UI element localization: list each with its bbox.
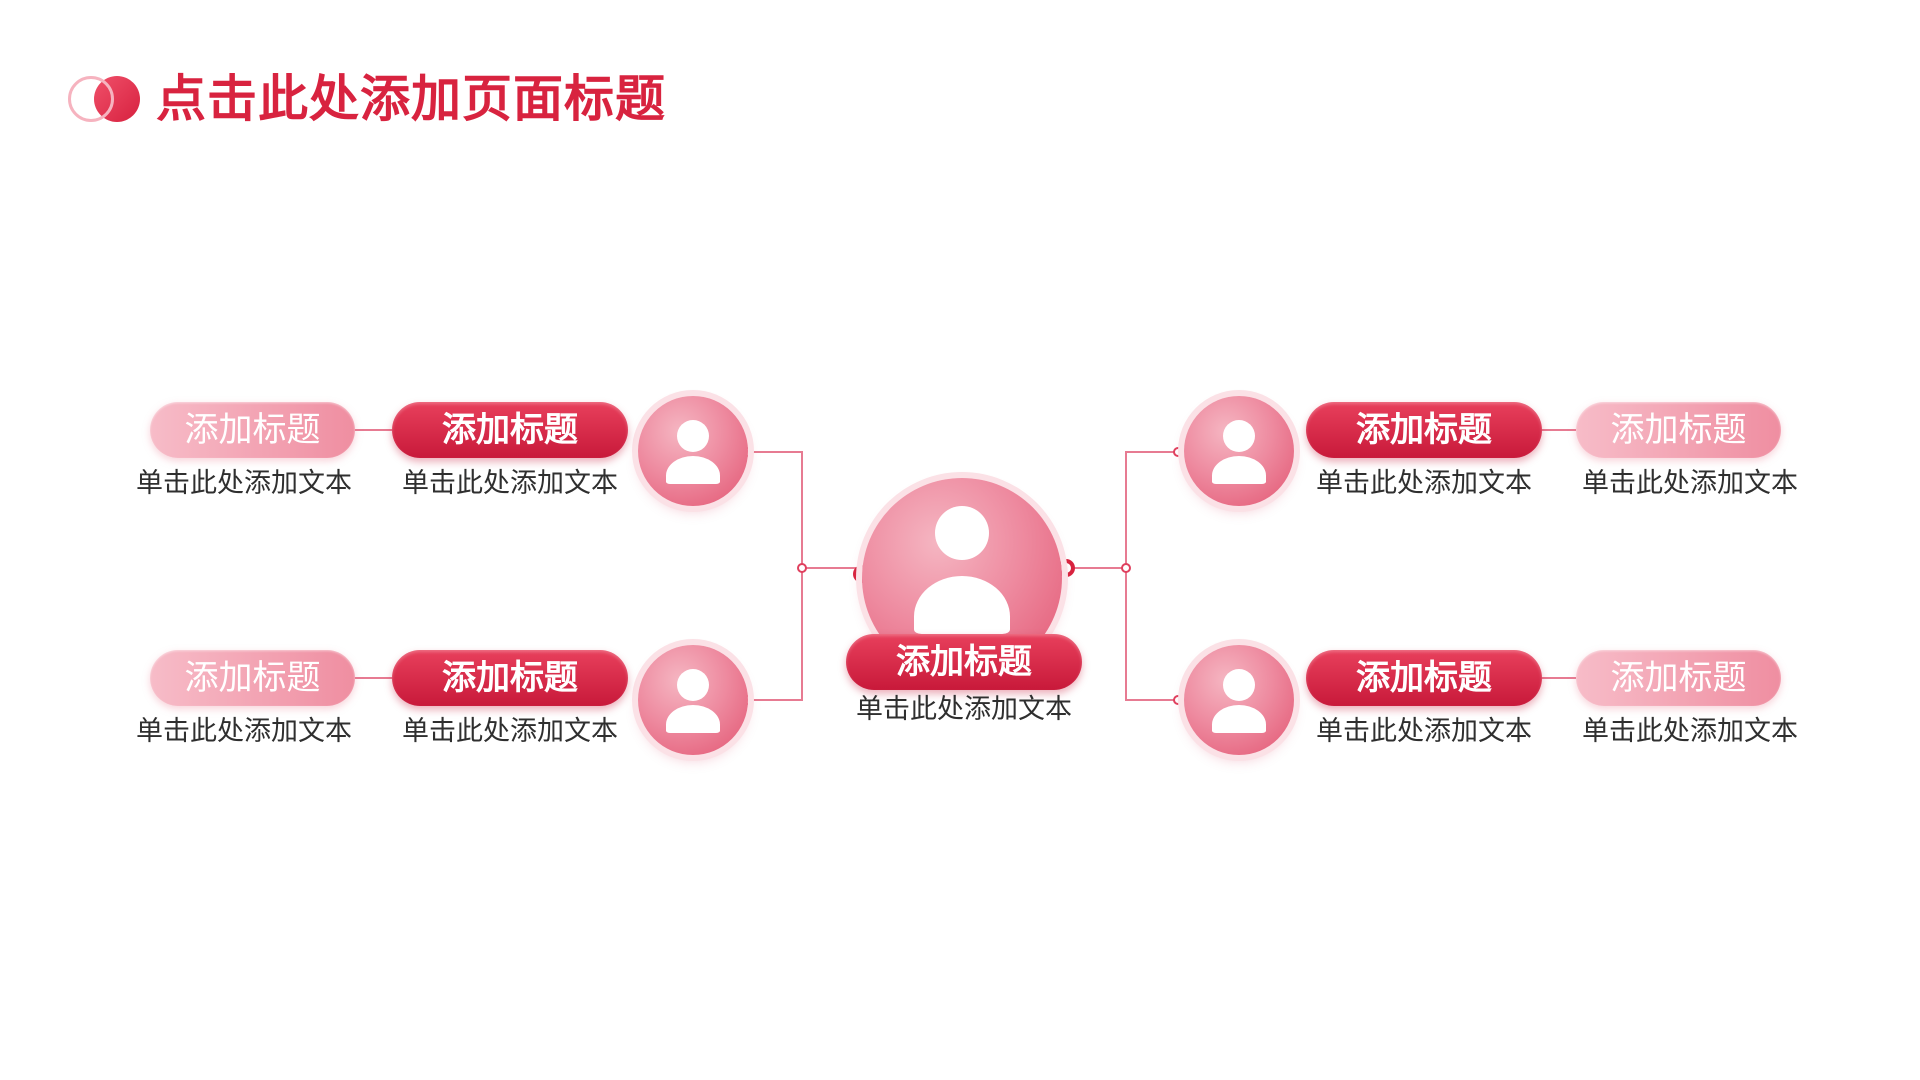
sub-text-top-left[interactable]: 单击此处添加文本: [136, 468, 352, 499]
person-body-icon: [1212, 456, 1266, 484]
connector-dot: [1173, 447, 1183, 457]
sub-title-pill-top-left[interactable]: 添加标题: [150, 402, 355, 458]
person-icon: [1223, 669, 1255, 701]
person-icon: [677, 669, 709, 701]
avatar-bottom-left: [638, 645, 748, 755]
title-pill-top-right[interactable]: 添加标题: [1306, 402, 1542, 458]
sub-text-bottom-right[interactable]: 单击此处添加文本: [1582, 716, 1798, 747]
sub-title-pill-bottom-right[interactable]: 添加标题: [1576, 650, 1781, 706]
person-body-icon: [666, 705, 720, 733]
center-text[interactable]: 单击此处添加文本: [856, 694, 1072, 725]
center-title-pill[interactable]: 添加标题: [846, 634, 1082, 690]
title-pill-bottom-left[interactable]: 添加标题: [392, 650, 628, 706]
connector-dot: [797, 563, 807, 573]
sub-text-top-right[interactable]: 单击此处添加文本: [1582, 468, 1798, 499]
page-title[interactable]: 点击此处添加页面标题: [156, 70, 666, 128]
person-icon: [677, 420, 709, 452]
person-icon: [935, 506, 989, 560]
text-bottom-right[interactable]: 单击此处添加文本: [1316, 716, 1532, 747]
person-body-icon: [666, 456, 720, 484]
connector-left-bracket: [748, 451, 803, 701]
title-pill-top-left[interactable]: 添加标题: [392, 402, 628, 458]
connector-dot: [1121, 563, 1131, 573]
connector-right-bracket: [1125, 451, 1178, 701]
connector-dot: [1173, 695, 1183, 705]
text-bottom-left[interactable]: 单击此处添加文本: [402, 716, 618, 747]
logo-icon: [68, 76, 144, 126]
avatar-top-right: [1184, 396, 1294, 506]
sub-title-pill-top-right[interactable]: 添加标题: [1576, 402, 1781, 458]
title-pill-bottom-right[interactable]: 添加标题: [1306, 650, 1542, 706]
avatar-bottom-right: [1184, 645, 1294, 755]
person-body-icon: [1212, 705, 1266, 733]
sub-title-pill-bottom-left[interactable]: 添加标题: [150, 650, 355, 706]
sub-text-bottom-left[interactable]: 单击此处添加文本: [136, 716, 352, 747]
person-body-icon: [914, 576, 1010, 634]
person-icon: [1223, 420, 1255, 452]
text-top-left[interactable]: 单击此处添加文本: [402, 468, 618, 499]
text-top-right[interactable]: 单击此处添加文本: [1316, 468, 1532, 499]
avatar-top-left: [638, 396, 748, 506]
